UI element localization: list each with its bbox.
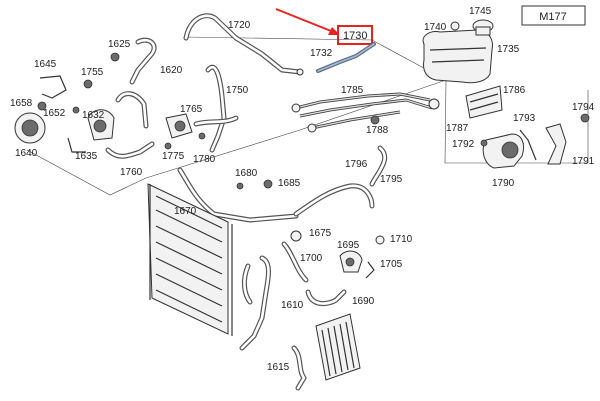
label-1710: 1710 <box>390 234 413 245</box>
label-1700: 1700 <box>300 253 323 264</box>
clamp-1720 <box>296 68 304 76</box>
label-1652: 1652 <box>43 108 66 119</box>
hose-1793 <box>519 129 537 161</box>
model-label-box <box>521 5 586 26</box>
label-1740: 1740 <box>424 22 447 33</box>
part-1652 <box>72 106 80 114</box>
label-1755: 1755 <box>81 67 104 78</box>
part-1710 <box>375 235 385 245</box>
part-1775 <box>164 142 172 150</box>
label-1635: 1635 <box>75 151 98 162</box>
label-1735: 1735 <box>497 44 520 55</box>
label-1792: 1792 <box>452 139 475 150</box>
pipe-1785 <box>295 92 433 130</box>
label-1705: 1705 <box>380 259 403 270</box>
label-1610: 1610 <box>281 300 304 311</box>
label-1670: 1670 <box>174 206 197 217</box>
label-1732: 1732 <box>310 48 333 59</box>
label-1788: 1788 <box>366 125 389 136</box>
label-1790: 1790 <box>492 178 515 189</box>
label-1787: 1787 <box>446 123 469 134</box>
part-1658 <box>37 101 47 111</box>
part-1780 <box>198 132 206 140</box>
label-1680: 1680 <box>235 168 258 179</box>
part-1625 <box>110 52 120 62</box>
part-1755 <box>83 79 93 89</box>
expansion-tank <box>422 29 493 84</box>
label-1775: 1775 <box>162 151 185 162</box>
assembly-outline <box>26 36 589 196</box>
part-1675 <box>290 230 302 242</box>
label-1625: 1625 <box>108 39 131 50</box>
label-1745: 1745 <box>469 6 492 17</box>
label-1786: 1786 <box>503 85 526 96</box>
label-1615: 1615 <box>267 362 290 373</box>
label-1765: 1765 <box>180 104 203 115</box>
bracket-1645 <box>39 75 67 99</box>
label-1640: 1640 <box>15 148 38 159</box>
label-1632: 1632 <box>82 110 105 121</box>
label-1645: 1645 <box>34 59 57 70</box>
label-1690: 1690 <box>352 296 375 307</box>
label-1658: 1658 <box>10 98 33 109</box>
label-1685: 1685 <box>278 178 301 189</box>
label-1794: 1794 <box>572 102 595 113</box>
bracket-1791 <box>545 123 567 165</box>
label-1793: 1793 <box>513 113 536 124</box>
label-1780: 1780 <box>193 154 216 165</box>
hose-block <box>115 91 149 129</box>
bracket-1705 <box>365 261 375 279</box>
label-1760: 1760 <box>120 167 143 178</box>
label-1785: 1785 <box>341 85 364 96</box>
tank-sensor <box>450 21 460 31</box>
part-1788 <box>370 115 380 125</box>
highlight-arrow <box>275 8 337 34</box>
part-1792 <box>480 139 488 147</box>
model-label: M177 <box>539 11 567 23</box>
label-1796: 1796 <box>345 159 368 170</box>
bracket-1635 <box>67 137 86 153</box>
label-1795: 1795 <box>380 174 403 185</box>
label-1675: 1675 <box>309 228 332 239</box>
part-1680 <box>236 182 244 190</box>
bracket-1786 <box>465 85 503 119</box>
label-1791: 1791 <box>572 156 595 167</box>
part-1685 <box>263 179 273 189</box>
label-1750: 1750 <box>226 85 249 96</box>
label-1730: 1730 <box>343 30 367 42</box>
label-1620: 1620 <box>160 65 183 76</box>
label-1695: 1695 <box>337 240 360 251</box>
part-1794 <box>580 113 590 123</box>
label-1720: 1720 <box>228 20 251 31</box>
